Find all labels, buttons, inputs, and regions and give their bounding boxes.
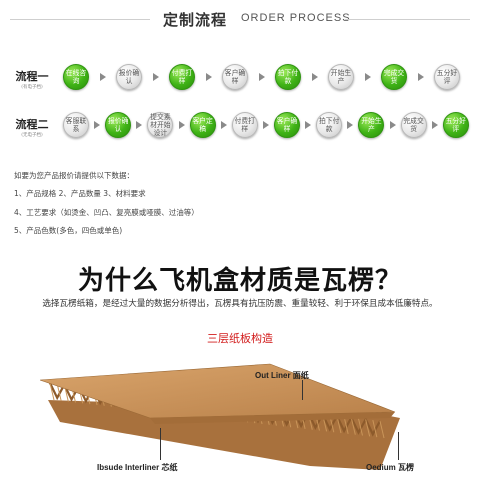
process-row-2: 流程二 (无电子档) 客服联系 报价确认 提交素材开始设计 客户定稿 付费打样 客户确样 拍…: [0, 108, 480, 158]
process-step: 客户定稿: [189, 112, 216, 138]
step-arrow-icon: [389, 121, 396, 129]
row-note: (无电子档): [21, 133, 43, 138]
process-step: 报价确认: [116, 64, 142, 90]
flute-ridge: [350, 417, 356, 435]
corrugated-board-illustration: [40, 363, 400, 470]
process-step-label: 完成交货: [383, 69, 405, 85]
process-step-label: 报价确认: [107, 117, 129, 133]
process-step: 报价确认: [105, 112, 132, 138]
headline: 为什么飞机盒材质是瓦楞？: [77, 266, 402, 296]
process-step: 客户确样: [274, 112, 300, 138]
process-row-1: 流程一 (有电子档) 在线咨询 报价确认 付费打样 客户确样 拍下付款 开始生产 完成交货 五…: [0, 60, 480, 110]
process-step-label: 开始生产: [361, 117, 382, 133]
label-out-liner: Out Liner 面纸: [255, 371, 309, 380]
flute-ridge: [379, 420, 385, 439]
process-step: 客户确样: [222, 64, 248, 90]
row-label: 流程二 (无电子档): [9, 118, 55, 140]
step-arrow-icon: [99, 73, 106, 81]
flute-ridge: [357, 418, 363, 436]
step-arrow-icon: [220, 121, 227, 129]
requirements-intro: 如要为您产品报价请提供以下数据：: [14, 171, 134, 180]
requirements-line-2: 4、工艺要求（如烫金、凹凸、复亮膜或哑膜、过油等）: [14, 208, 199, 217]
flute-ridge: [365, 419, 371, 437]
step-arrow-icon: [305, 121, 312, 129]
flute-ridge: [49, 382, 55, 401]
leader-line-medium: [398, 432, 399, 460]
step-arrow-icon: [311, 73, 318, 81]
row-label: 流程一 (有电子档): [9, 70, 55, 92]
row-note: (有电子档): [21, 85, 43, 90]
flute-ridge: [372, 420, 378, 438]
process-step: 开始生产: [358, 112, 385, 138]
process-step: 客服联系: [63, 112, 89, 138]
header-title: 定制流程: [163, 11, 228, 29]
requirements-line-1: 1、产品规格 2、产品数量 3、材料要求: [14, 189, 146, 198]
leader-line-interliner: [160, 428, 161, 460]
label-interliner: Ibsude Interliner 芯纸: [97, 463, 178, 472]
step-arrow-icon: [94, 121, 101, 129]
step-arrow-icon: [258, 73, 265, 81]
process-step-label: 五分好评: [436, 69, 458, 85]
structure-title: 三层纸板构造: [207, 332, 273, 345]
process-step-label: 开始生产: [330, 69, 352, 85]
header-divider-right: [345, 19, 470, 20]
process-step-label: 拍下付款: [277, 69, 299, 85]
process-step: 提交素材开始设计: [147, 112, 174, 138]
step-arrow-icon: [152, 73, 159, 81]
step-arrow-icon: [431, 121, 438, 129]
process-step-label: 五分好评: [445, 117, 466, 133]
process-step-label: 付费打样: [234, 117, 255, 133]
process-step-label: 客户确样: [276, 117, 298, 133]
header-divider-left: [10, 19, 150, 20]
requirements-line-3: 5、产品色数(多色，四色或单色): [14, 226, 123, 235]
leader-line-out-liner: [302, 380, 303, 400]
process-step: 开始生产: [328, 64, 354, 90]
process-step-label: 客户定稿: [192, 117, 213, 133]
process-step-label: 付费打样: [171, 69, 193, 85]
step-arrow-icon: [262, 121, 269, 129]
process-step: 付费打样: [231, 112, 258, 138]
description: 选择瓦楞纸箱，是经过大量的数据分析得出，瓦楞具有抗压防震、重量较轻、利于环保且成…: [42, 299, 438, 309]
step-arrow-icon: [364, 73, 371, 81]
process-step: 完成交货: [381, 64, 407, 90]
flute-ridge: [56, 383, 62, 401]
header-subtitle: ORDER PROCESS: [241, 12, 351, 24]
process-step: 付费打样: [169, 64, 195, 90]
outer-liner-edge: [150, 412, 395, 424]
row-title: 流程一: [15, 70, 49, 83]
step-arrow-icon: [347, 121, 354, 129]
process-step-label: 完成交货: [403, 117, 424, 133]
step-arrow-icon: [417, 73, 424, 81]
process-step: 完成交货: [400, 112, 427, 138]
process-step: 拍下付款: [316, 112, 343, 138]
label-medium: Oedium 瓦楞: [366, 463, 415, 472]
process-step-label: 提交素材开始设计: [150, 113, 171, 137]
section-header: 定制流程 ORDER PROCESS: [0, 6, 480, 32]
process-step-label: 报价确认: [118, 69, 140, 85]
process-step-label: 客户确样: [224, 69, 246, 85]
process-step-label: 拍下付款: [318, 117, 340, 133]
process-step: 在线咨询: [63, 64, 89, 90]
process-step-label: 客服联系: [65, 117, 87, 133]
process-step: 五分好评: [434, 64, 460, 90]
step-arrow-icon: [205, 73, 212, 81]
flute-ridge: [343, 416, 349, 434]
step-arrow-icon: [178, 121, 185, 129]
row-title: 流程二: [15, 118, 49, 131]
process-step: 五分好评: [442, 112, 469, 138]
step-arrow-icon: [136, 121, 143, 129]
process-step: 拍下付款: [275, 64, 301, 90]
process-step-label: 在线咨询: [65, 69, 87, 85]
